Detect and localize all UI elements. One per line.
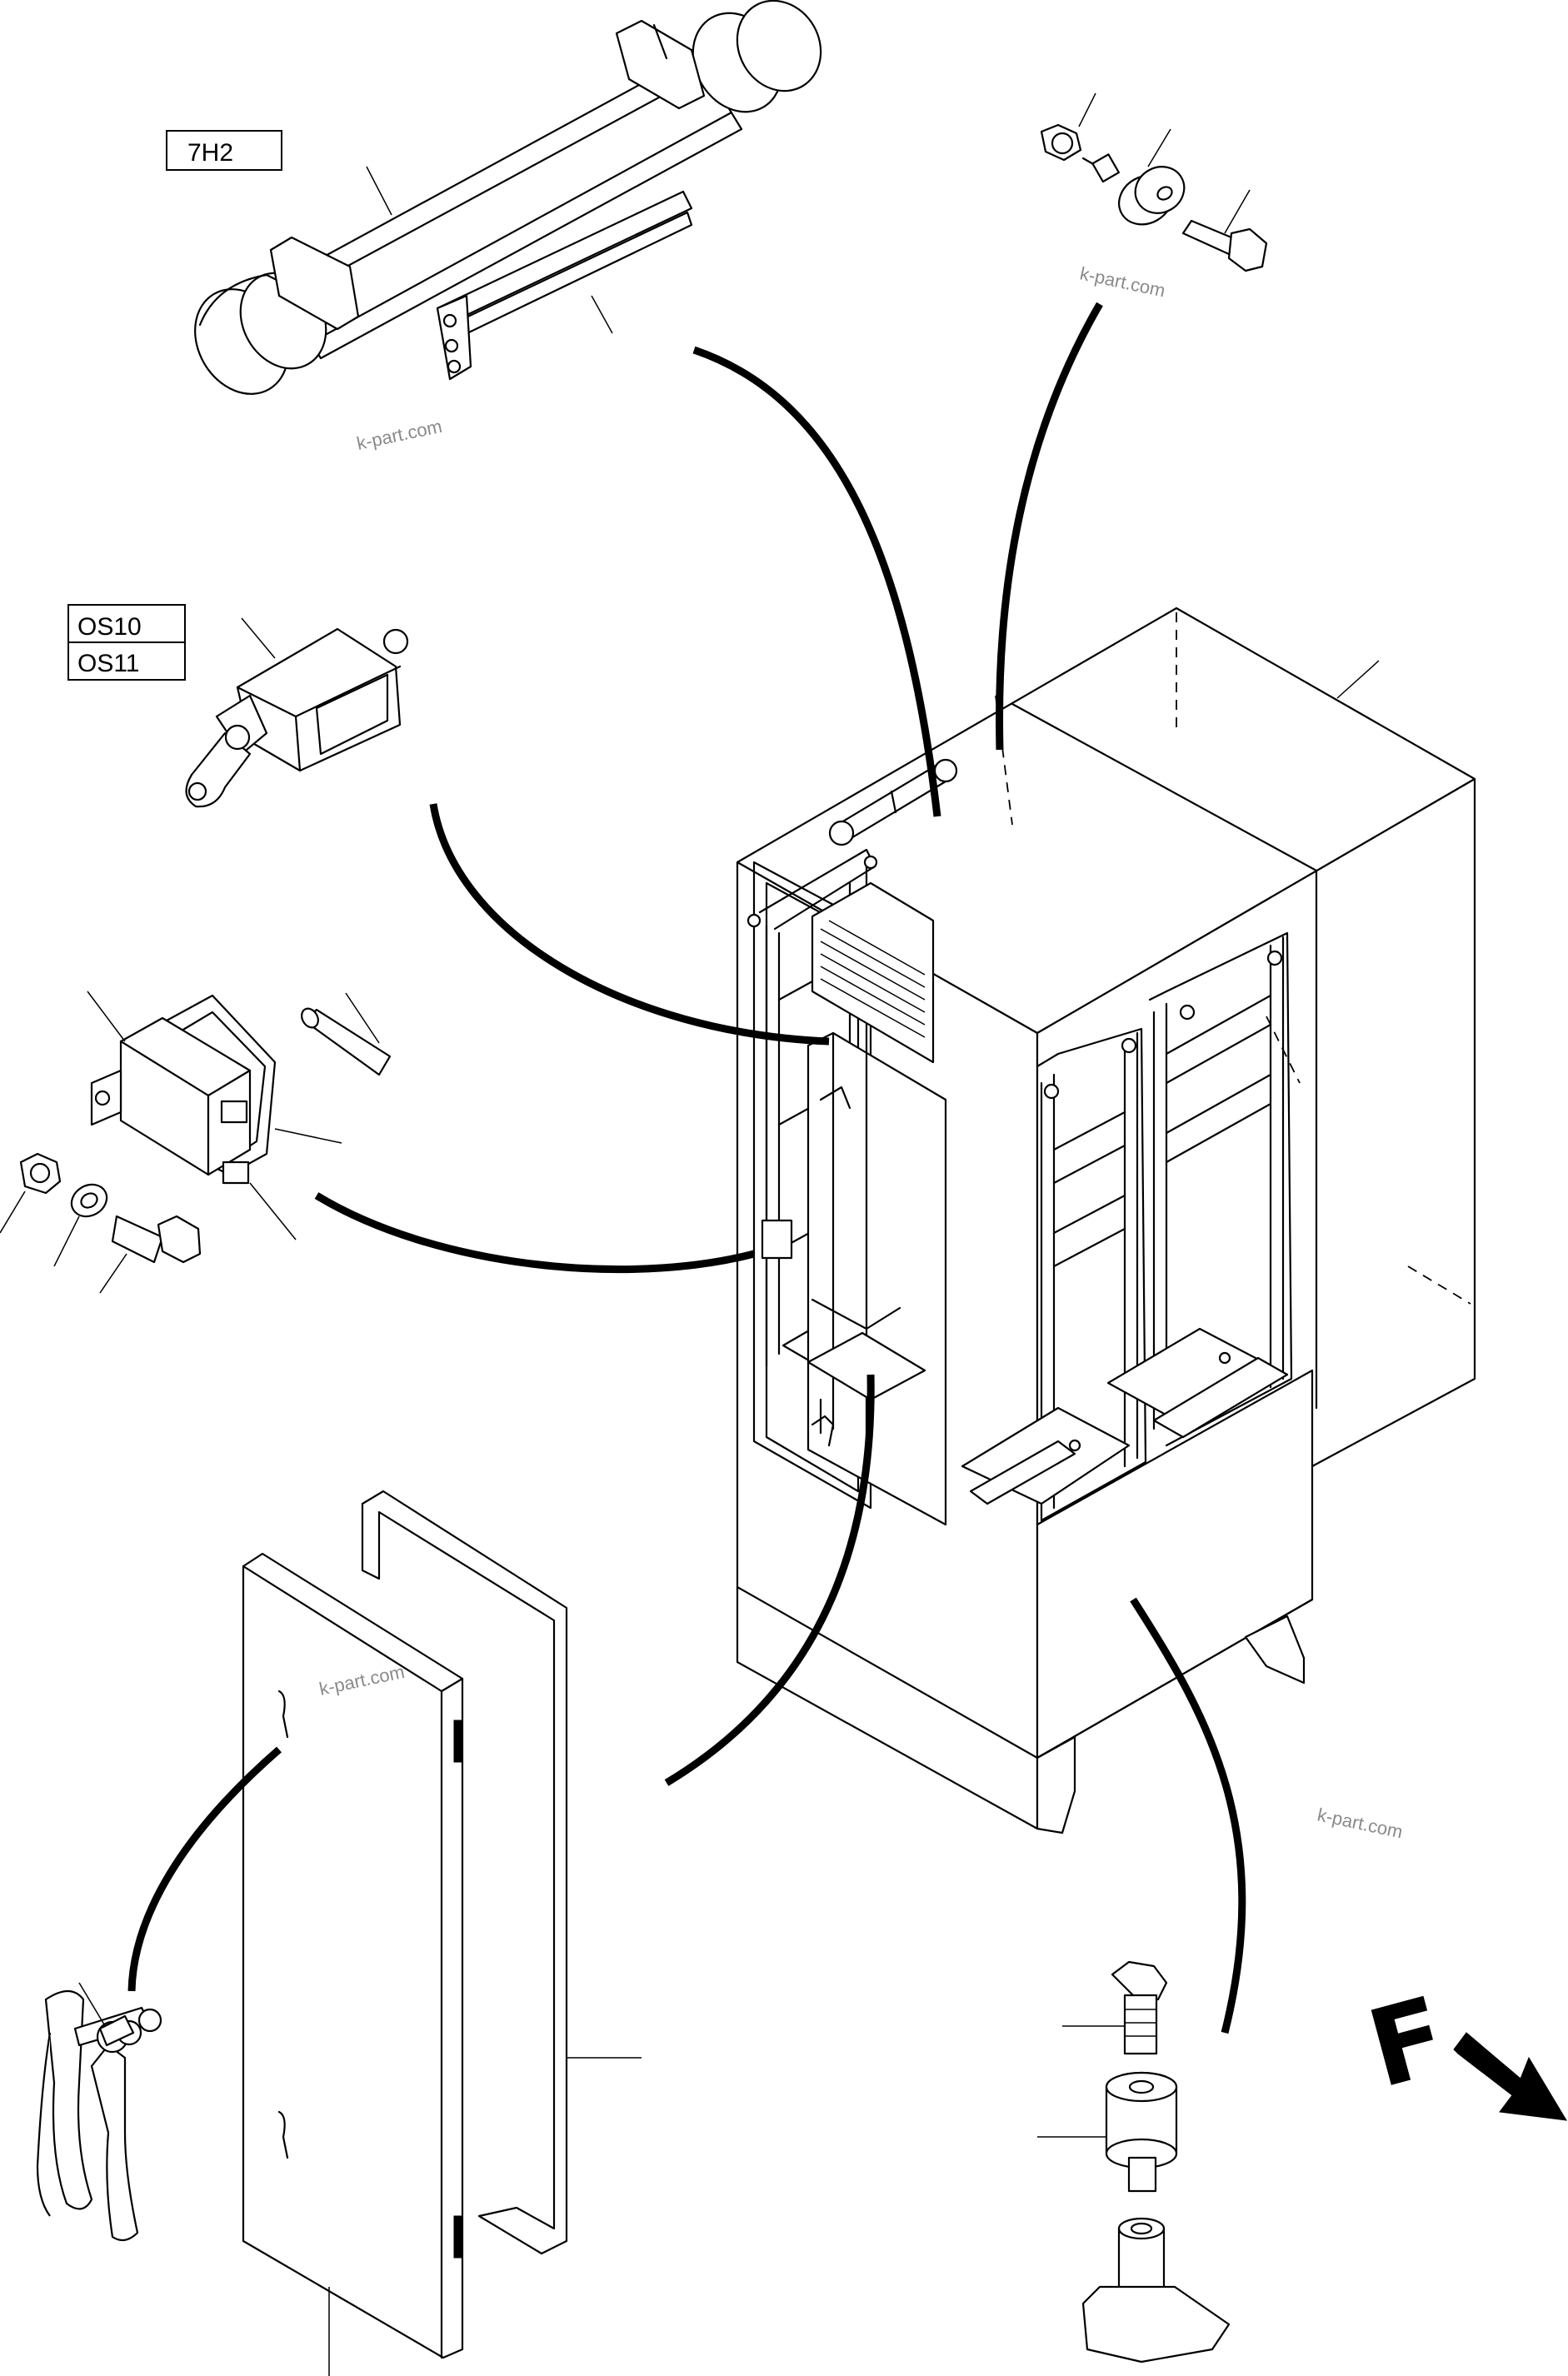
door-handle-part — [36, 1982, 162, 2242]
cabinet-door-part — [242, 1490, 642, 2376]
watermark-1: k-part.com — [355, 416, 444, 454]
label-box-os10 — [67, 604, 186, 643]
part-label-7h2: 7H2 — [187, 139, 233, 167]
electronic-module-part — [0, 991, 392, 1294]
exploded-view-connectors — [127, 302, 1246, 2034]
arrow-down-right-icon — [1453, 2032, 1567, 2121]
tube-lamp-part: 7H2 — [166, 0, 822, 395]
mounting-plate — [761, 1031, 947, 1526]
rubber-mount-fastener — [1040, 92, 1268, 272]
watermark-4: k-part.com — [1316, 1804, 1405, 1842]
vent-grille — [811, 881, 935, 1064]
part-label-os10: OS10 — [77, 613, 142, 641]
limit-switch-part: OS10 OS11 — [67, 604, 409, 808]
direction-letter: F — [1356, 1974, 1459, 2113]
electrical-cabinet — [736, 606, 1476, 1834]
cabinet-lamp-mount — [828, 758, 958, 846]
direction-marker: F — [1356, 1974, 1567, 2121]
watermark-2: k-part.com — [1078, 262, 1167, 301]
anti-vibration-foot-part — [1037, 1960, 1231, 2364]
part-label-os11: OS11 — [77, 650, 140, 677]
label-box-os11 — [67, 641, 186, 681]
right-mounting-rack — [961, 931, 1293, 1522]
label-box-7h2 — [166, 130, 282, 171]
